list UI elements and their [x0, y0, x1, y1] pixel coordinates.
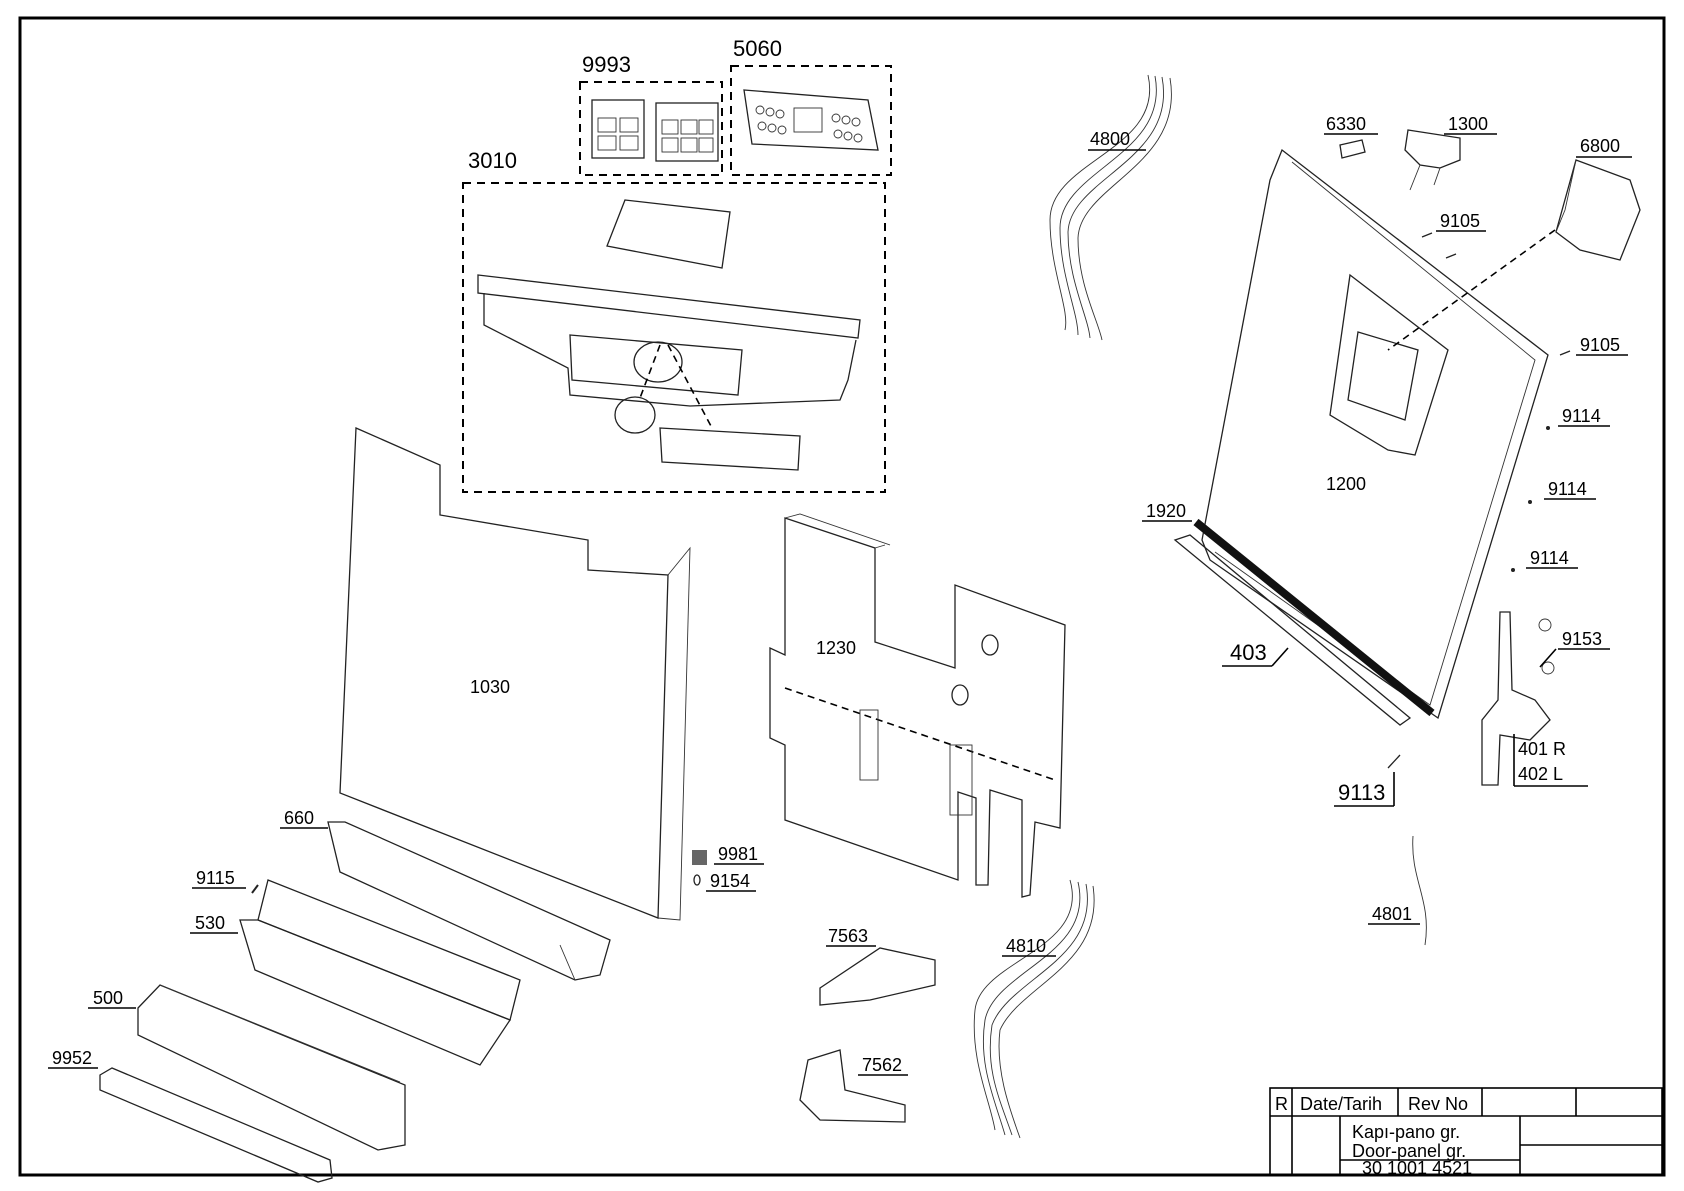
label-3010: 3010	[468, 148, 517, 173]
label-5060: 5060	[733, 36, 782, 61]
part-9105-screw	[1421, 232, 1433, 238]
part-660-strip	[327, 821, 611, 981]
part-530-bracket	[239, 879, 521, 1066]
part-9105-screw-3	[1559, 350, 1571, 356]
part-4801-wire	[1412, 835, 1427, 946]
part-7562-bracket	[799, 1049, 906, 1123]
label-6330: 6330	[1326, 114, 1366, 134]
part-9115-screw	[251, 884, 259, 894]
label-1030: 1030	[470, 677, 510, 697]
part-1200-inner-door	[1201, 148, 1556, 720]
title-block-date: Date/Tarih	[1300, 1094, 1382, 1114]
part-9952-bar	[99, 1067, 333, 1183]
label-9115: 9115	[196, 868, 235, 888]
label-9114-a: 9114	[1562, 406, 1601, 426]
part-9114-screw-2	[1528, 500, 1532, 504]
label-9114-c: 9114	[1530, 548, 1569, 568]
label-1920: 1920	[1146, 501, 1186, 521]
title-block-r: R	[1275, 1094, 1288, 1114]
part-1230-insulation	[769, 513, 1066, 898]
title-block	[1269, 1087, 1663, 1176]
title-block-title-tr: Kapı-pano gr.	[1352, 1122, 1460, 1142]
part-9993-buttons	[579, 81, 723, 176]
label-9993: 9993	[582, 52, 631, 77]
part-1920-gasket	[1193, 518, 1435, 717]
part-1030-door-panel	[339, 427, 691, 921]
part-7563-clip	[819, 947, 936, 1006]
label-9105-b: 9105	[1580, 335, 1620, 355]
label-9105-a: 9105	[1440, 211, 1480, 231]
part-9154-washer	[693, 874, 701, 886]
part-9114-screw-3	[1511, 568, 1515, 572]
label-9113: 9113	[1338, 780, 1385, 805]
part-403-rail	[1173, 534, 1412, 726]
title-block-part-no: 30 1001 4521	[1362, 1158, 1472, 1178]
label-660: 660	[284, 808, 314, 828]
label-530: 530	[195, 913, 225, 933]
label-401r: 401 R	[1518, 739, 1566, 759]
part-5060-control-board	[730, 65, 892, 176]
part-6800-dispenser	[1555, 159, 1641, 261]
label-402l: 402 L	[1518, 764, 1563, 784]
part-4810-harness	[973, 879, 1095, 1139]
part-500-frame	[137, 984, 406, 1151]
label-500: 500	[93, 988, 123, 1008]
label-1200: 1200	[1326, 474, 1366, 494]
label-9981: 9981	[718, 844, 758, 864]
label-4800: 4800	[1090, 129, 1130, 149]
part-401-402-hinge	[1481, 611, 1555, 786]
label-9154: 9154	[710, 871, 750, 891]
label-6800: 6800	[1580, 136, 1620, 156]
part-4800-harness	[1049, 74, 1172, 341]
label-4801: 4801	[1372, 904, 1412, 924]
part-1300-lock	[1404, 129, 1461, 191]
label-4810: 4810	[1006, 936, 1046, 956]
title-block-title-en: Door-panel gr.	[1352, 1141, 1466, 1161]
label-1300: 1300	[1448, 114, 1488, 134]
part-9113-screw	[1387, 754, 1401, 769]
title-block-rev: Rev No	[1408, 1094, 1468, 1114]
label-403: 403	[1230, 640, 1267, 665]
label-underlines	[48, 133, 1632, 1076]
part-3010-control-panel	[462, 182, 886, 493]
label-1230: 1230	[816, 638, 856, 658]
label-7562: 7562	[862, 1055, 902, 1075]
drawing-frame	[18, 16, 1666, 1177]
part-6330-latch	[1339, 139, 1366, 159]
part-9114-screw	[1546, 426, 1550, 430]
part-9981-icon	[692, 850, 707, 865]
part-9105-screw-2	[1445, 253, 1457, 259]
label-9952: 9952	[52, 1048, 92, 1068]
label-9114-b: 9114	[1548, 479, 1587, 499]
label-9153: 9153	[1562, 629, 1602, 649]
label-7563: 7563	[828, 926, 868, 946]
